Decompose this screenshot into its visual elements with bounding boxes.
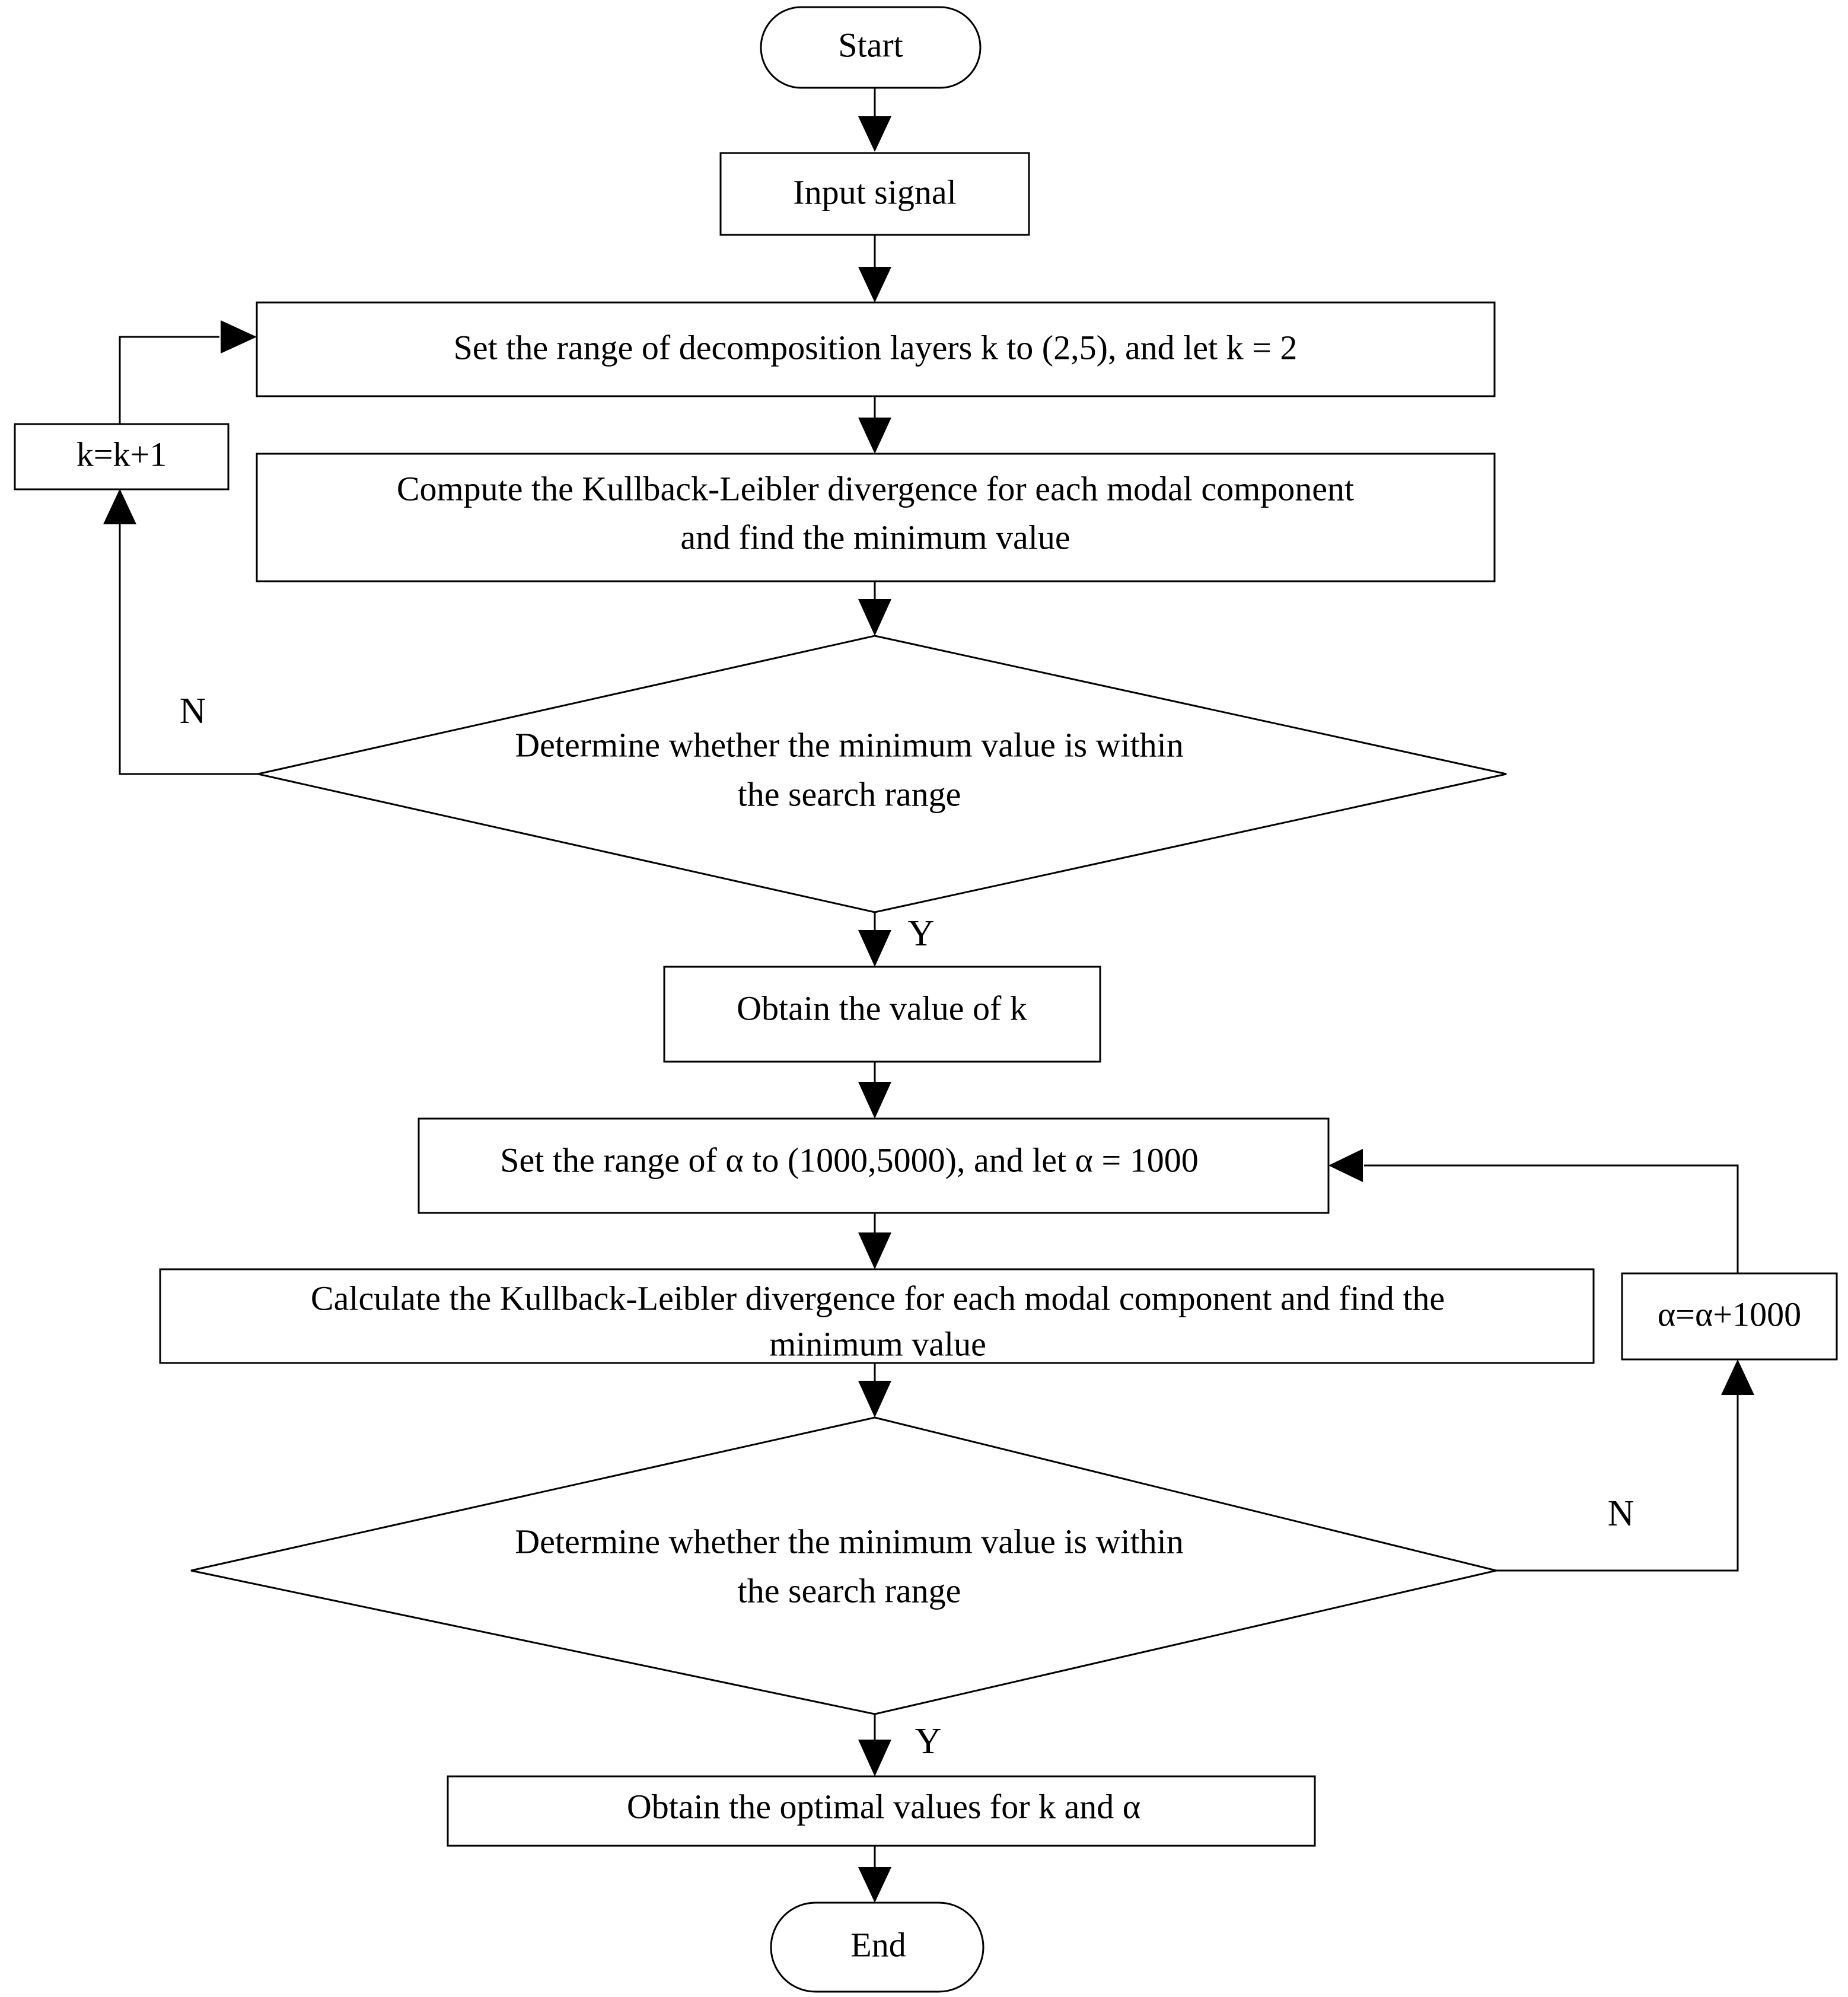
connector-decision-k-no: [103, 489, 258, 775]
connector-obtaink-to-setalpha: [858, 1062, 891, 1119]
node-input-signal[interactable]: Input signal: [719, 152, 1030, 236]
connector-decision-alpha-yes: [858, 1714, 891, 1776]
connector-alphaincrement-to-setalpha: [1328, 1149, 1739, 1273]
node-alpha-increment[interactable]: α=α+1000: [1621, 1272, 1838, 1361]
node-k-increment[interactable]: k=k+1: [14, 423, 230, 491]
node-set-alpha-range[interactable]: Set the range of α to (1000,5000), and l…: [418, 1117, 1330, 1214]
node-k-increment-label: k=k+1: [77, 435, 167, 473]
connector-decision-k-yes: [858, 912, 891, 967]
node-set-alpha-range-label: Set the range of α to (1000,5000), and l…: [500, 1141, 1199, 1179]
node-decision-alpha-label-line2: the search range: [738, 1571, 961, 1610]
branch-label-decision-alpha-yes: Y: [915, 1721, 942, 1762]
node-calculate-kl-alpha-label-line2: minimum value: [769, 1324, 986, 1363]
connector-start-to-input: [858, 88, 891, 152]
node-start-label: Start: [838, 26, 903, 64]
connector-obtainoptimal-to-end: [858, 1845, 891, 1903]
node-decision-k[interactable]: Determine whether the minimum value is w…: [257, 635, 1507, 913]
connector-input-to-setk: [858, 235, 891, 302]
branch-label-decision-k-no: N: [180, 691, 206, 731]
node-compute-kl-k[interactable]: Compute the Kullback-Leibler divergence …: [256, 453, 1496, 582]
node-decision-alpha-label-line1: Determine whether the minimum value is w…: [515, 1522, 1184, 1560]
node-decision-k-label-line1: Determine whether the minimum value is w…: [515, 725, 1184, 764]
connector-setk-to-compute: [858, 396, 891, 454]
connector-decision-alpha-no: [1496, 1359, 1754, 1572]
node-input-signal-label: Input signal: [793, 173, 956, 211]
node-alpha-increment-label: α=α+1000: [1658, 1295, 1801, 1333]
node-obtain-optimal[interactable]: Obtain the optimal values for k and α: [447, 1775, 1316, 1847]
connector-setalpha-to-calculate: [858, 1213, 891, 1269]
node-decision-k-label-line2: the search range: [738, 775, 961, 813]
node-calculate-kl-alpha-label-line1: Calculate the Kullback-Leibler divergenc…: [311, 1279, 1445, 1317]
node-obtain-k[interactable]: Obtain the value of k: [663, 966, 1101, 1063]
node-decision-alpha[interactable]: Determine whether the minimum value is w…: [190, 1416, 1497, 1715]
node-obtain-optimal-label: Obtain the optimal values for k and α: [627, 1787, 1140, 1826]
node-compute-kl-k-label-line1: Compute the Kullback-Leibler divergence …: [397, 469, 1354, 508]
node-obtain-k-label: Obtain the value of k: [737, 989, 1027, 1027]
node-compute-kl-k-label-line2: and find the minimum value: [680, 518, 1070, 556]
node-set-k-range[interactable]: Set the range of decomposition layers k …: [256, 301, 1496, 397]
branch-label-decision-alpha-no: N: [1608, 1493, 1634, 1534]
node-start[interactable]: Start: [760, 6, 982, 89]
connector-compute-to-decision: [858, 581, 891, 636]
connector-kincrement-to-setk: [119, 320, 257, 424]
node-set-k-range-label: Set the range of decomposition layers k …: [454, 328, 1298, 367]
branch-label-decision-k-yes: Y: [908, 913, 935, 954]
node-end[interactable]: End: [770, 1902, 984, 1993]
node-end-label: End: [850, 1925, 906, 1964]
node-calculate-kl-alpha[interactable]: Calculate the Kullback-Leibler divergenc…: [159, 1268, 1595, 1364]
connector-calculate-to-decision-alpha: [858, 1363, 891, 1418]
